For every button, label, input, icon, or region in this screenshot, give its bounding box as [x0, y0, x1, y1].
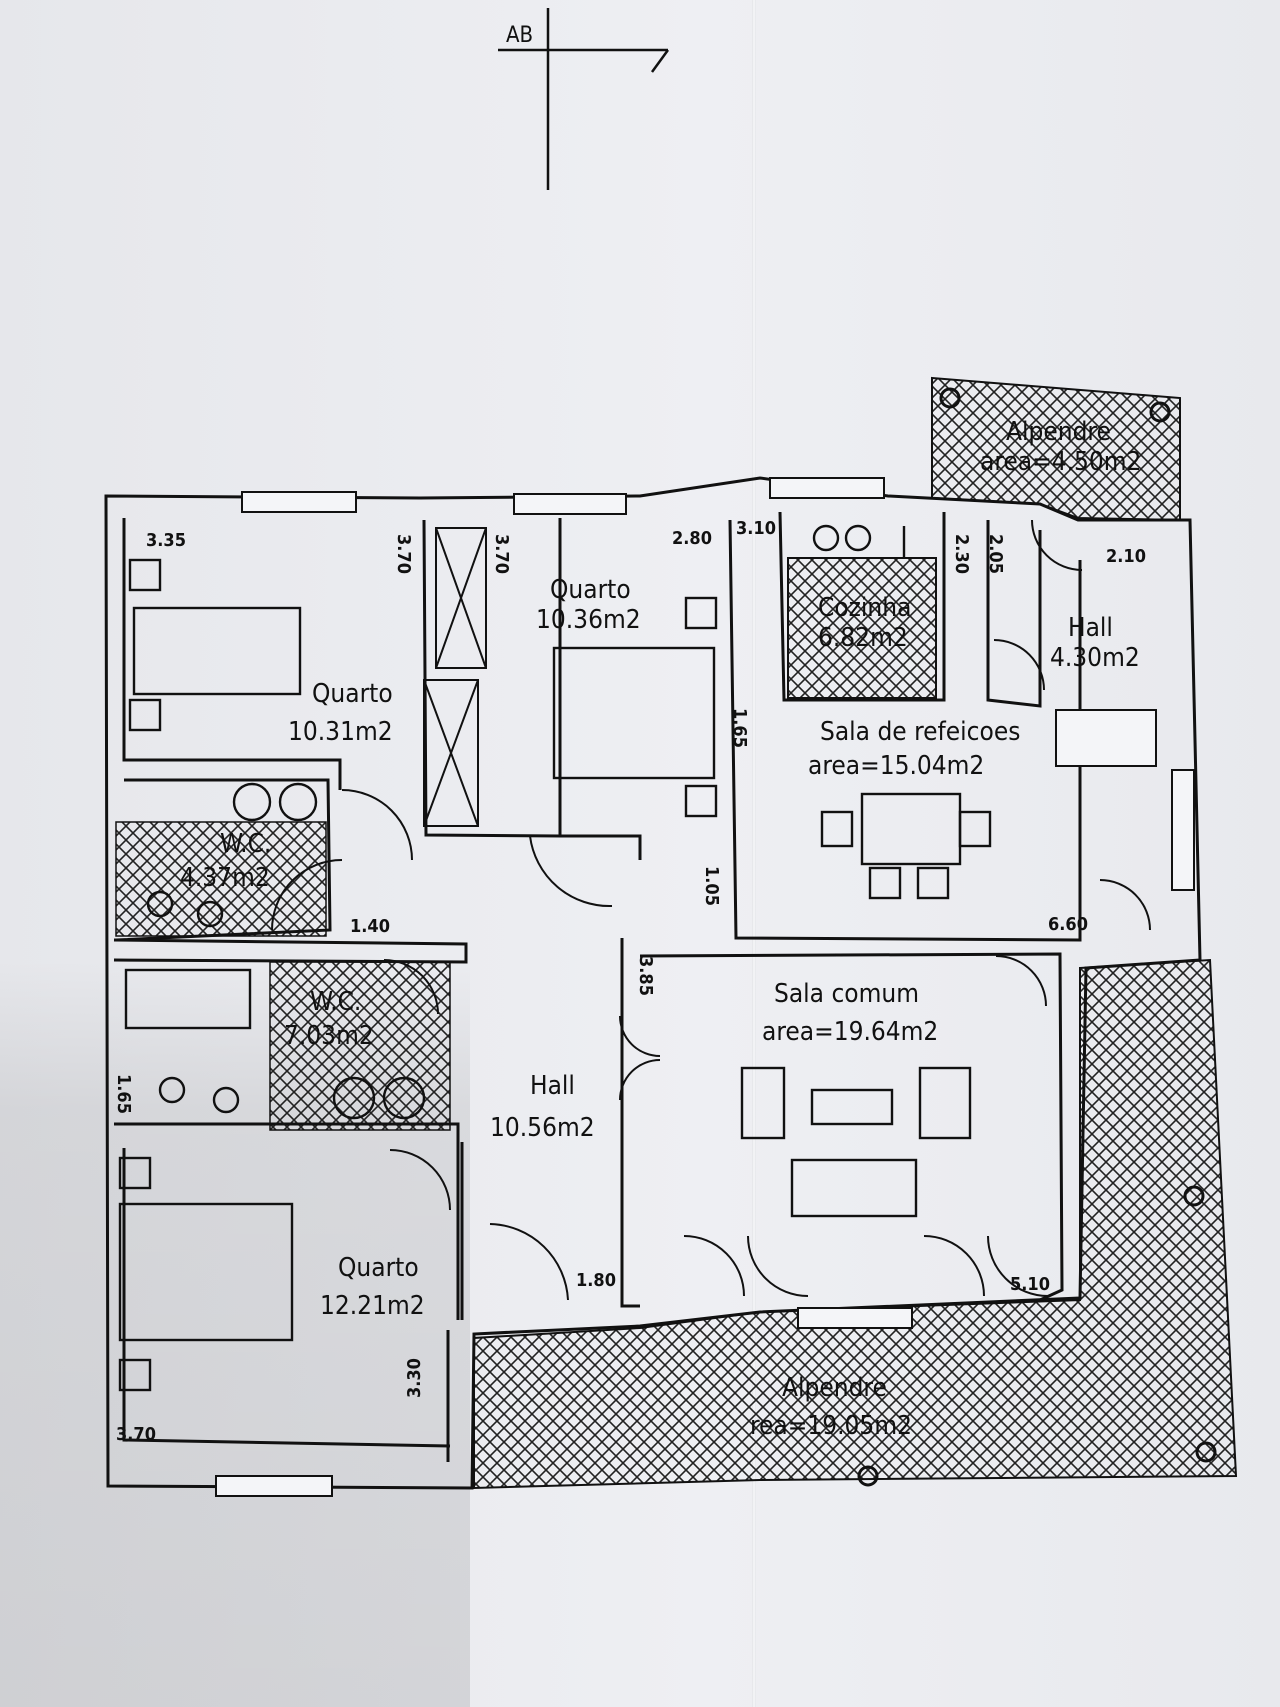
- dim-label: 3.70: [491, 534, 512, 574]
- dim-label: 3.70: [393, 534, 414, 574]
- label-sala-refeicoes-area: area=15.04m2: [808, 751, 984, 781]
- dim-label: 2.80: [672, 528, 712, 549]
- walls: [104, 476, 1202, 1490]
- label-wc1-area: 4.37m2: [180, 863, 270, 893]
- dim-label: 3.10: [736, 518, 776, 539]
- dim-label: 1.80: [576, 1270, 616, 1291]
- wardrobes: [423, 527, 487, 827]
- label-quarto-n-name: Quarto: [550, 575, 631, 605]
- dimension-labels: 3.35 3.70 3.70 2.80 3.10 2.30 2.05 2.10 …: [113, 518, 1146, 1445]
- dim-label: 1.65: [113, 1074, 134, 1114]
- dim-label: 5.10: [1010, 1274, 1050, 1295]
- columns: [857, 387, 1217, 1487]
- label-wc1-name: W.C.: [220, 829, 271, 859]
- dim-label: 1.05: [701, 866, 722, 906]
- dim-label: 2.10: [1106, 546, 1146, 567]
- label-hall-ne-area: 4.30m2: [1050, 643, 1140, 673]
- label-alpendre-ne-area: area=4.50m2: [980, 447, 1141, 477]
- label-wc2-area: 7.03m2: [284, 1021, 374, 1051]
- windows: [215, 477, 1195, 1497]
- dim-label: 1.40: [350, 916, 390, 937]
- label-alpendre-s-area: rea=19.05m2: [750, 1411, 912, 1441]
- dim-label: 2.05: [985, 534, 1006, 574]
- dim-label: 3.70: [116, 1424, 156, 1445]
- label-sala-comum-area: area=19.64m2: [762, 1017, 938, 1047]
- label-quarto-sw-area: 12.21m2: [320, 1291, 425, 1321]
- section-marker: AB: [498, 8, 670, 190]
- label-quarto-sw-name: Quarto: [338, 1253, 419, 1283]
- label-alpendre-s-name: Alpendre: [782, 1373, 887, 1403]
- label-hall-main-area: 10.56m2: [490, 1113, 595, 1143]
- dim-label: 1.65: [729, 708, 750, 748]
- label-hall-ne-name: Hall: [1068, 613, 1113, 643]
- label-hall-main-name: Hall: [530, 1071, 575, 1101]
- room-labels: Alpendre area=4.50m2 Quarto 10.36m2 Cozi…: [180, 417, 1141, 1441]
- dim-label: 3.30: [404, 1358, 425, 1398]
- label-wc2-name: W.C.: [310, 987, 361, 1017]
- paper-fold: [752, 0, 756, 1707]
- label-quarto-n-area: 10.36m2: [536, 605, 641, 635]
- dim-label: 2.30: [951, 534, 972, 574]
- dim-label: 6.60: [1048, 914, 1088, 935]
- doors: [271, 519, 1151, 1301]
- dim-label: 3.35: [146, 530, 186, 551]
- label-quarto-nw-name: Quarto: [312, 679, 393, 709]
- section-marker-label: AB: [506, 23, 533, 48]
- label-sala-comum-name: Sala comum: [774, 979, 919, 1009]
- label-quarto-nw-area: 10.31m2: [288, 717, 393, 747]
- label-cozinha-name: Cozinha: [818, 593, 911, 623]
- furniture: [118, 524, 992, 1392]
- label-sala-refeicoes-name: Sala de refeicoes: [820, 717, 1020, 747]
- label-cozinha-area: 6.82m2: [818, 623, 908, 653]
- label-alpendre-ne-name: Alpendre: [1006, 417, 1111, 447]
- dim-label: 3.85: [635, 956, 656, 996]
